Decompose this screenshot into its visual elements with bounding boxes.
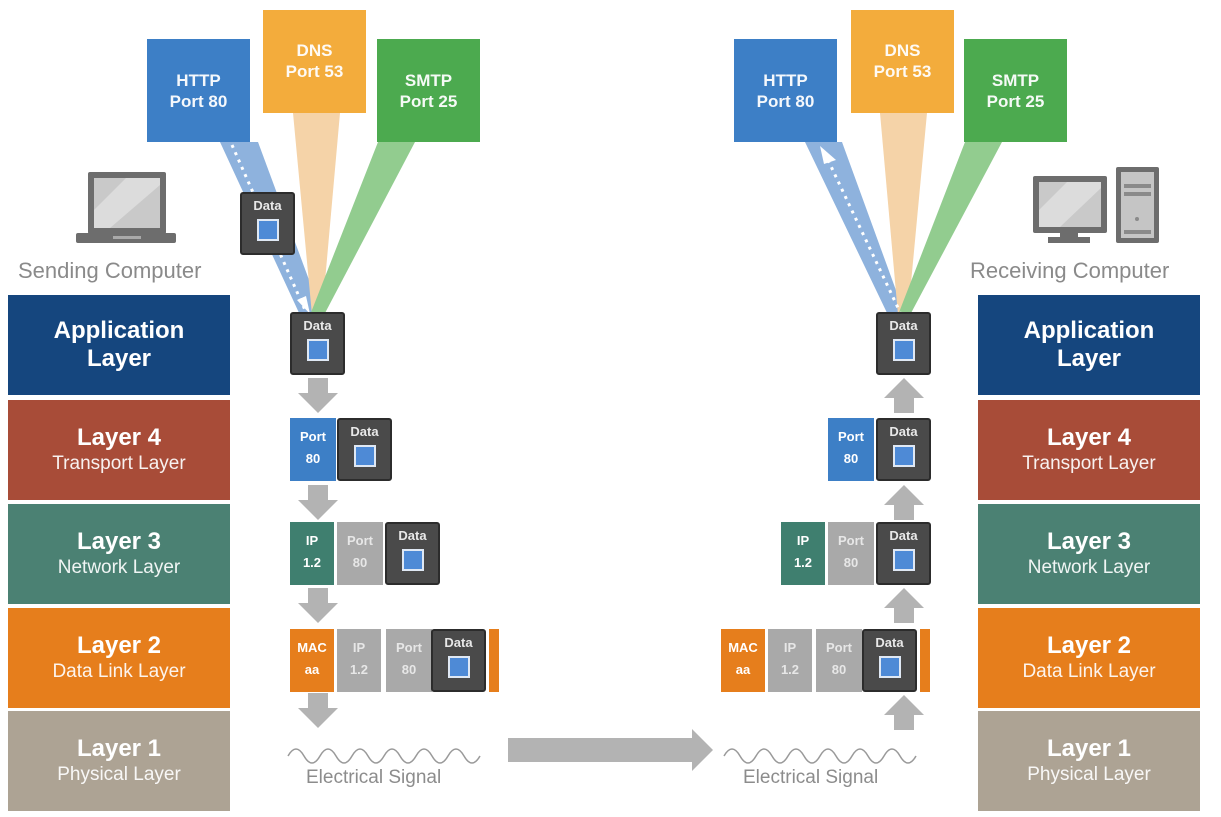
protocol-http-receiving: HTTP Port 80 (734, 39, 837, 142)
down-arrow-icon (298, 693, 338, 728)
electrical-signal-wave-receiving (723, 748, 917, 764)
recv-l2-trailer (920, 629, 930, 692)
receiving-computer-label: Receiving Computer (970, 258, 1170, 283)
smtp-beam-receiving (898, 142, 1002, 315)
send-l3-ip-header: IP 1.2 (290, 522, 334, 585)
up-arrow-icon (884, 695, 924, 730)
send-l4-port-header: Port 80 (290, 418, 336, 481)
recv-l4-data: Data (876, 418, 931, 481)
down-arrow-icon (298, 588, 338, 623)
recv-l2-data: Data (862, 629, 917, 692)
send-l2-data: Data (431, 629, 486, 692)
up-arrow-icon (884, 485, 924, 520)
receiving-layer-1: Layer 1 Physical Layer (978, 711, 1200, 811)
payload-icon (878, 656, 901, 678)
protocol-dns-sending: DNS Port 53 (263, 10, 366, 113)
send-l2-trailer (489, 629, 499, 692)
up-arrows-receiving (884, 378, 924, 730)
send-l2-mac-header: MAC aa (290, 629, 334, 692)
smtp-beam-sending (310, 142, 415, 315)
protocol-dns-receiving: DNS Port 53 (851, 10, 954, 113)
send-l4-data: Data (337, 418, 392, 481)
laptop-icon (76, 172, 176, 243)
arrowhead-receiving (820, 146, 836, 164)
send-l2-ip-header: IP 1.2 (337, 629, 381, 692)
sending-layer-1: Layer 1 Physical Layer (8, 711, 230, 811)
down-arrows-sending (298, 378, 338, 728)
payload-icon (447, 656, 470, 678)
arrowhead-sending (297, 296, 310, 314)
dns-beam-receiving (880, 113, 927, 315)
recv-l3-ip-header: IP 1.2 (781, 522, 825, 585)
receiving-layer-application: Application Layer (978, 295, 1200, 395)
payload-icon (892, 549, 915, 571)
http-beam-receiving (805, 142, 905, 315)
receiving-layer-3: Layer 3 Network Layer (978, 504, 1200, 604)
sending-layer-3: Layer 3 Network Layer (8, 504, 230, 604)
payload-icon (306, 339, 329, 361)
recv-l2-port-header: Port 80 (816, 629, 862, 692)
desktop-computer-icon (1033, 167, 1159, 243)
send-l2-port-header: Port 80 (386, 629, 432, 692)
recv-l2-mac-header: MAC aa (721, 629, 765, 692)
receiving-signal-label: Electrical Signal (743, 767, 879, 788)
data-packet-in-transit: Data (240, 192, 295, 255)
send-l3-port-header: Port 80 (337, 522, 383, 585)
receiving-layer-2: Layer 2 Data Link Layer (978, 608, 1200, 708)
dns-beam-sending (293, 113, 340, 315)
send-l3-data: Data (385, 522, 440, 585)
sending-layer-application: Application Layer (8, 295, 230, 395)
protocol-http-sending: HTTP Port 80 (147, 39, 250, 142)
recv-l4-port-header: Port 80 (828, 418, 874, 481)
electrical-signal-wave-sending (287, 748, 481, 764)
sending-computer-label: Sending Computer (18, 258, 202, 283)
recv-app-data: Data (876, 312, 931, 375)
right-arrow-icon (508, 729, 713, 771)
send-app-data: Data (290, 312, 345, 375)
sending-layer-4: Layer 4 Transport Layer (8, 400, 230, 500)
down-arrow-icon (298, 378, 338, 413)
sending-layer-2: Layer 2 Data Link Layer (8, 608, 230, 708)
recv-l3-port-header: Port 80 (828, 522, 874, 585)
payload-icon (892, 445, 915, 467)
receiving-layer-4: Layer 4 Transport Layer (978, 400, 1200, 500)
up-arrow-icon (884, 378, 924, 413)
payload-icon (256, 219, 279, 241)
up-arrow-icon (884, 588, 924, 623)
payload-icon (353, 445, 376, 467)
payload-icon (892, 339, 915, 361)
recv-l2-ip-header: IP 1.2 (768, 629, 812, 692)
down-arrow-icon (298, 485, 338, 520)
payload-icon (401, 549, 424, 571)
protocol-smtp-receiving: SMTP Port 25 (964, 39, 1067, 142)
protocol-smtp-sending: SMTP Port 25 (377, 39, 480, 142)
recv-l3-data: Data (876, 522, 931, 585)
sending-signal-label: Electrical Signal (306, 767, 442, 788)
